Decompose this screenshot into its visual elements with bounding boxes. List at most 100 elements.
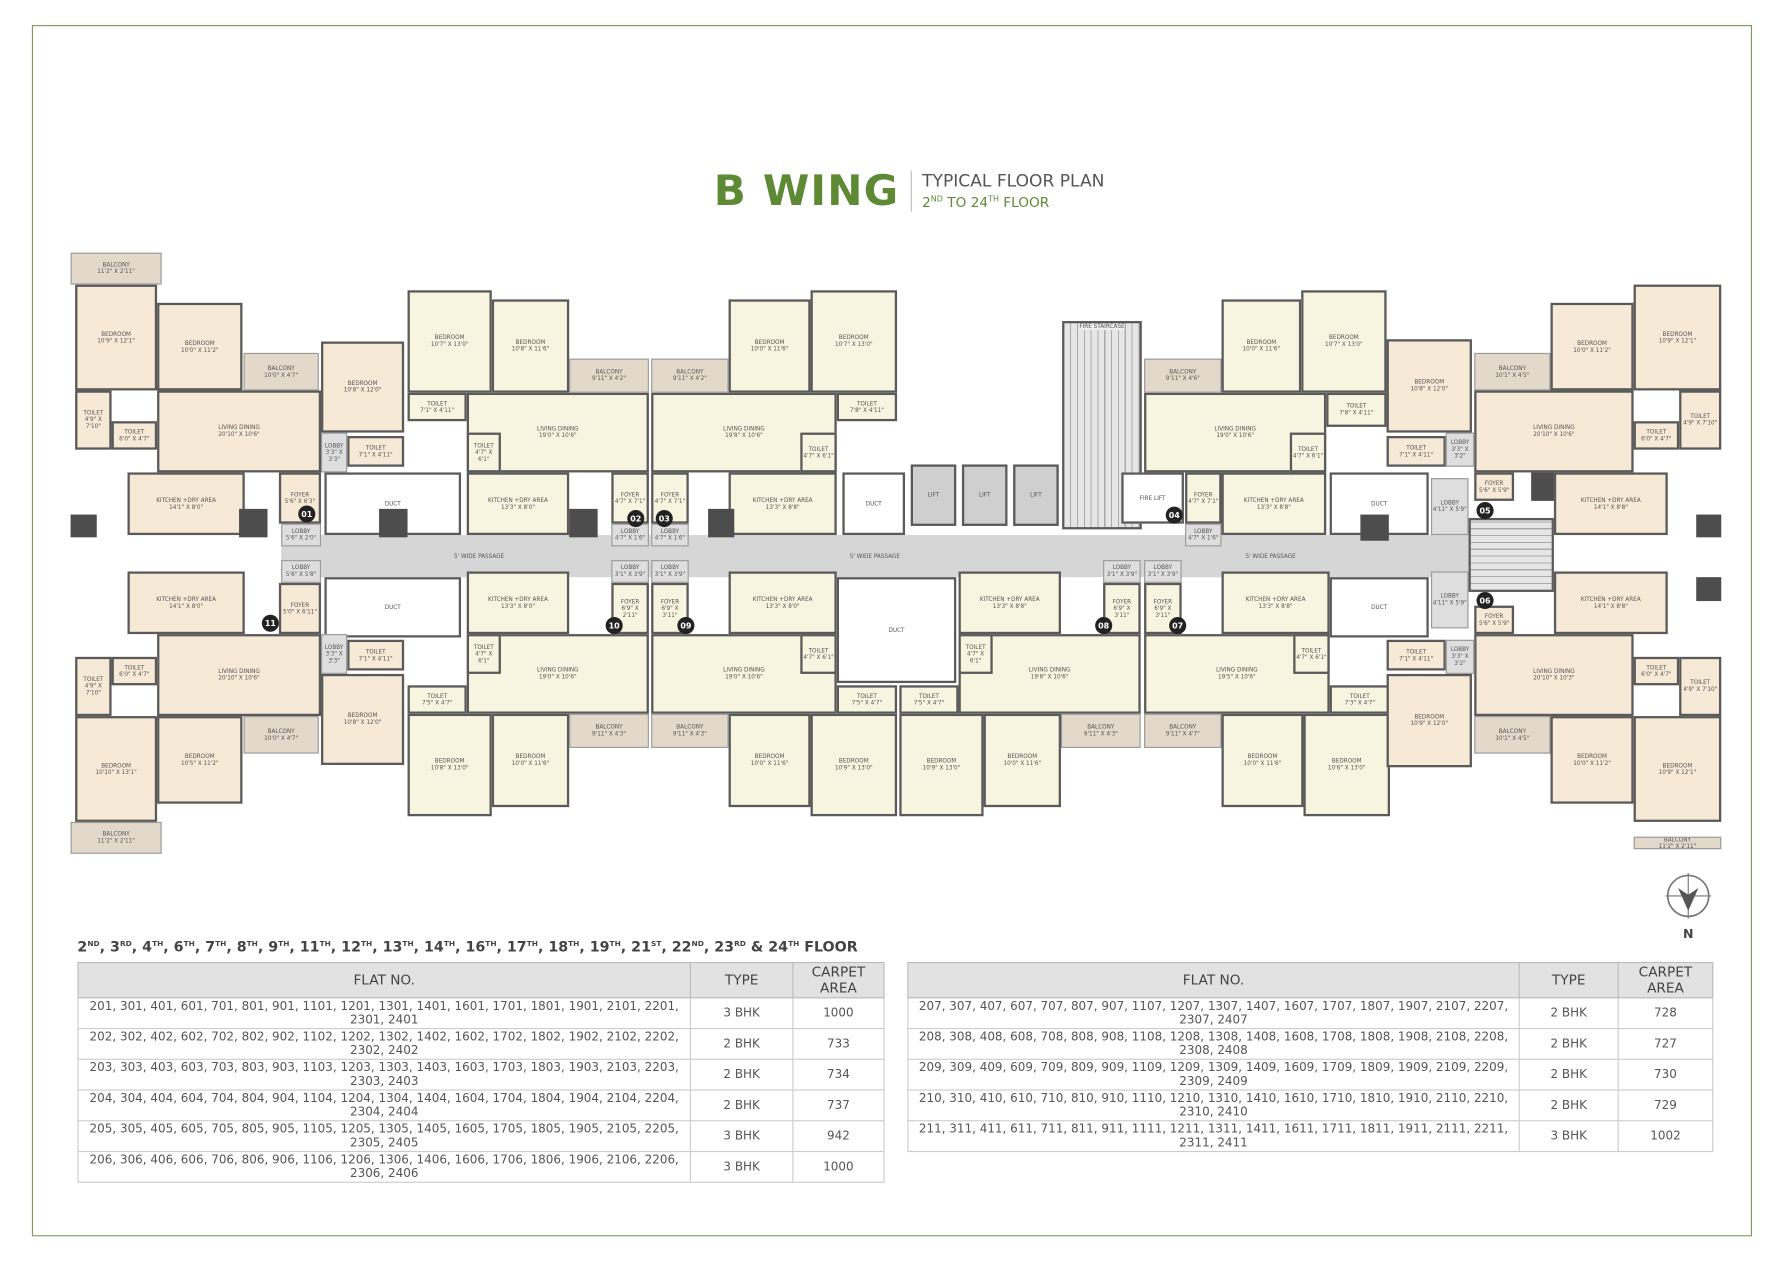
room-size: 3'3" X 3'3": [325, 650, 343, 665]
room-size: 3'1" X 3'9": [654, 571, 686, 579]
duct-label: DUCT: [384, 500, 401, 508]
flat-numbers-cell: 211, 311, 411, 611, 711, 811, 911, 1111,…: [907, 1120, 1520, 1153]
carpet-area-cell: 730: [1617, 1058, 1714, 1091]
room-size: 6'9" X 3'11": [1154, 605, 1172, 619]
flat-number-badge: 09: [677, 617, 695, 635]
room-name: LOBBY: [1194, 528, 1213, 536]
room-size: 13'3" X 8'0": [765, 602, 800, 610]
room-name: LOBBY: [1153, 564, 1173, 572]
floor-range-start: 2: [922, 194, 931, 211]
duct-label: DUCT: [384, 603, 401, 611]
room-size: 6'0" X 4'7": [1641, 435, 1672, 443]
room-size: 10'7" X 13'0": [834, 341, 873, 349]
floor-range: 2ND TO 24TH FLOOR: [922, 191, 1104, 211]
room-name: BEDROOM: [1662, 330, 1693, 338]
room-name: LOBBY: [1450, 646, 1470, 654]
type-cell: 3 BHK: [1518, 1120, 1619, 1153]
room-size: 10'0" X 11'2": [180, 346, 219, 354]
floor-separator: ,: [413, 938, 425, 956]
flat-numbers-cell: 202, 302, 402, 602, 702, 802, 902, 1102,…: [77, 1027, 692, 1060]
floor-suffix: TH: [215, 939, 227, 949]
room-name: KITCHEN +DRY AREA: [1580, 496, 1641, 504]
room-name: BEDROOM: [1577, 753, 1607, 760]
room-size: 20'10" X 10'6": [1533, 431, 1575, 439]
room-size: 3'1" X 3'9": [1147, 571, 1179, 579]
room-size: 9'11" X 4'2": [672, 375, 707, 383]
room-name: LIVING DINING: [723, 667, 765, 674]
carpet-area-cell: 1002: [1617, 1120, 1714, 1153]
room-size: 7'5" X 4'7": [851, 699, 883, 707]
carpet-area-cell: 1000: [792, 997, 885, 1030]
room-name: BALCONY: [102, 261, 130, 269]
room-size: 7'8" X 4'11": [849, 406, 884, 414]
room-size: 4'7" X 6'1": [475, 449, 493, 463]
room-name: KITCHEN +DRY AREA: [1245, 595, 1306, 603]
room-name: BALCONY: [1169, 724, 1197, 731]
room-name: BALCONY: [595, 724, 623, 731]
flat-number-badge: 06: [1476, 591, 1494, 610]
type-cell: 2 BHK: [689, 1058, 794, 1091]
room-name: TOILET: [965, 643, 986, 651]
col-carpet-area: CARPET AREA: [792, 961, 885, 999]
floor-suffix: ND: [691, 939, 704, 949]
room-size: 19'0" X 10'6": [538, 432, 577, 440]
table-row: 211, 311, 411, 611, 711, 811, 911, 1111,…: [907, 1120, 1714, 1153]
floor-suffix: TH: [402, 939, 414, 949]
room-size: 5'6" X 2'0": [285, 535, 317, 542]
room-size: 10'0" X 4'7": [264, 734, 299, 742]
fire-lift-label: FIRE LIFT: [1139, 494, 1166, 502]
room-size: 13'3" X 8'8": [992, 602, 1027, 610]
room-name: BALCONY: [267, 364, 295, 372]
room-name: FOYER: [1484, 613, 1504, 620]
lift-label: LIFT: [978, 491, 991, 499]
room-name: LOBBY: [1440, 499, 1459, 507]
fire-lift: FIRE LIFT: [1121, 472, 1184, 524]
flat-number-badge: 10: [605, 617, 623, 635]
room-name: KITCHEN +DRY AREA: [752, 496, 813, 504]
carpet-area-cell: 734: [792, 1058, 885, 1091]
room-name: LIVING DINING: [1216, 667, 1258, 674]
room-name: LIVING DINING: [537, 667, 579, 674]
room-size: 7'1" X 4'11": [1399, 451, 1434, 459]
room-name: BEDROOM: [515, 339, 546, 347]
room-size: 10'8" X 12'0": [343, 387, 382, 394]
room-size: 10'8" X 12'0": [343, 719, 382, 727]
room-size: 10'0" X 11'6": [750, 760, 789, 768]
room-size: 4'9" X 7'10": [84, 416, 102, 431]
room-size: 4'7" X 7'1": [654, 498, 686, 505]
floor-number: 7: [205, 938, 216, 956]
lift: LIFT: [1013, 464, 1059, 526]
sheet-border: [31, 25, 1752, 1237]
flat-numbers-cell: 203, 303, 403, 603, 703, 803, 903, 1103,…: [77, 1058, 692, 1091]
duct: DUCT: [842, 472, 906, 536]
room-size: 3'1" X 3'9": [614, 571, 646, 579]
room-size: 3'1" X 3'9": [1106, 571, 1138, 579]
